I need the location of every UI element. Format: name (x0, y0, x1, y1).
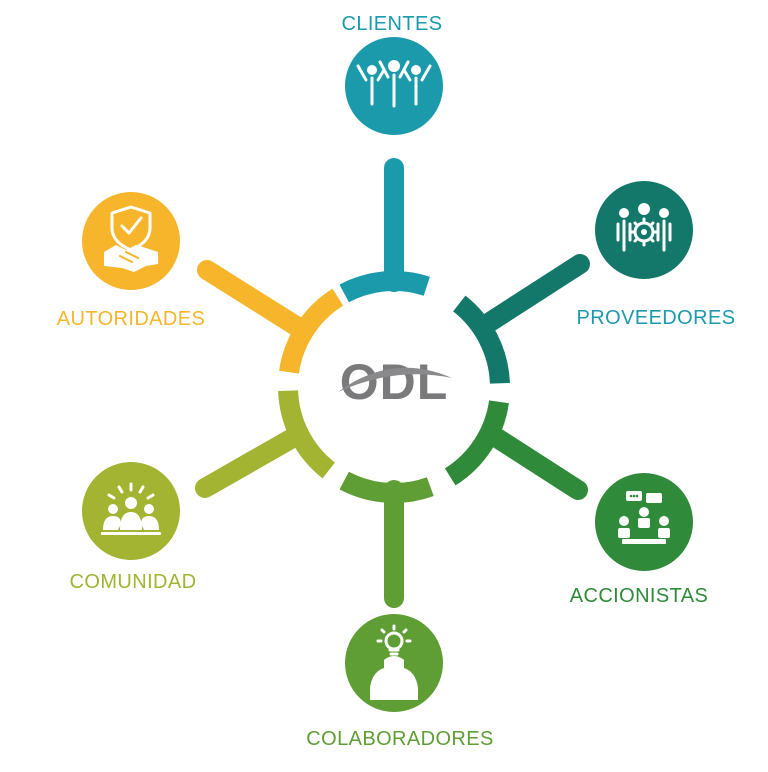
people-cheering-icon (356, 60, 432, 108)
meeting-chat-icon (618, 491, 670, 544)
ring-segment-accionistas (444, 400, 509, 486)
lightbulb-head-icon (370, 624, 418, 700)
label-accionistas: ACCIONISTAS (570, 585, 709, 607)
label-proveedores: PROVEEDORES (577, 307, 736, 329)
connector-comunidad (195, 426, 306, 498)
community-icon (101, 482, 161, 535)
label-comunidad: COMUNIDAD (70, 571, 197, 593)
connector-autoridades (197, 260, 306, 336)
label-colaboradores: COLABORADORES (306, 728, 493, 750)
label-autoridades: AUTORIDADES (57, 308, 206, 330)
ring-segment-proveedores (452, 295, 510, 384)
center-logo: ODL (338, 354, 452, 410)
connector-accionistas (484, 426, 588, 500)
connector-proveedores (480, 254, 590, 332)
node-clientes (345, 37, 443, 135)
node-comunidad (82, 462, 180, 560)
node-colaboradores (345, 614, 443, 712)
team-gear-icon (616, 203, 672, 252)
node-circle-comunidad (82, 462, 180, 560)
shield-handshake-icon (104, 205, 158, 272)
node-accionistas (595, 473, 693, 571)
stakeholder-nodes (82, 37, 693, 712)
label-clientes: CLIENTES (341, 13, 442, 35)
logo-swoosh (338, 367, 452, 392)
stakeholder-labels: CLIENTES PROVEEDORES ACCIONISTAS COLABOR… (57, 13, 736, 750)
node-autoridades (82, 192, 180, 290)
node-proveedores (595, 181, 693, 279)
connector-arms (195, 158, 590, 608)
